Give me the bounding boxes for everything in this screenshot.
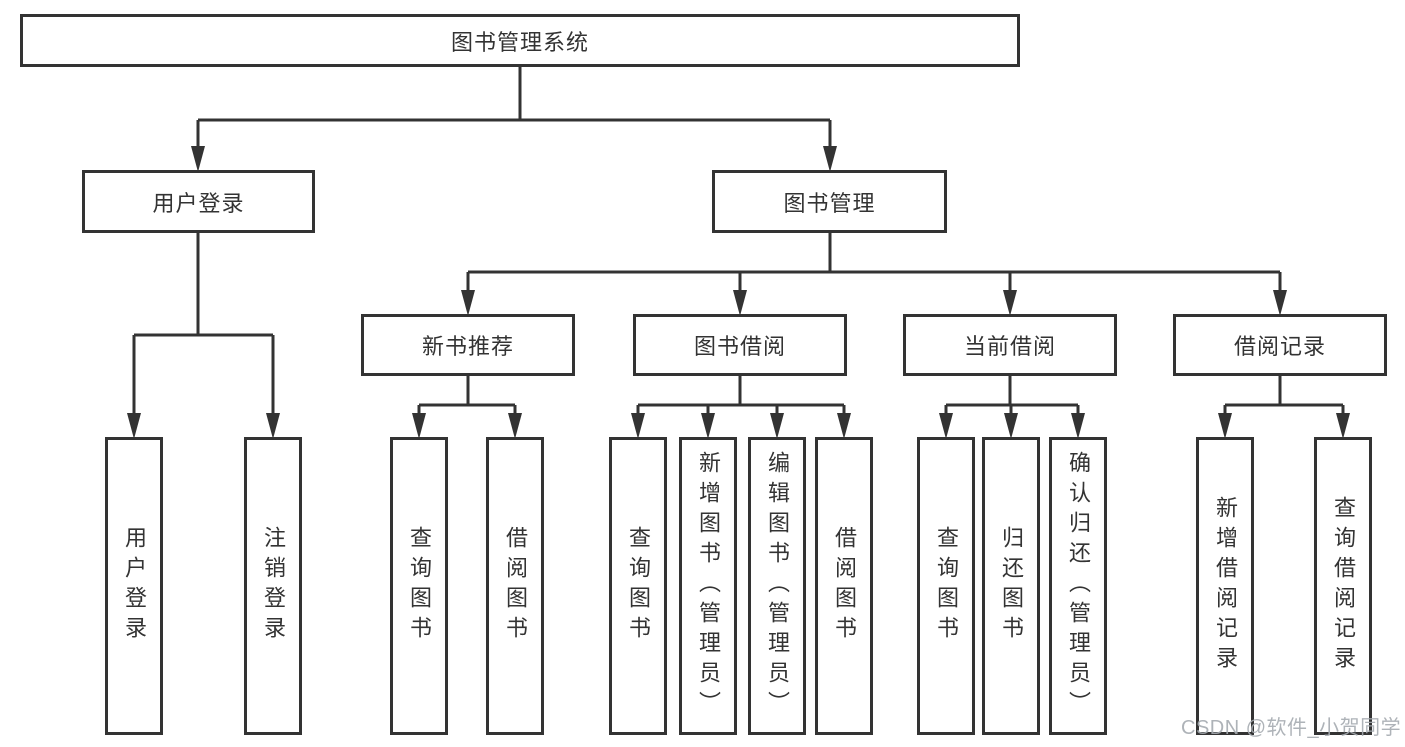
arrowhead [461,290,475,316]
leaf-borrow-borrow-books-label: 借阅图书 [832,526,857,646]
leaf-current-query-books: 查询图书 [917,437,975,735]
arrowhead [127,413,141,439]
leaf-borrow-edit-books-admin-label: 编辑图书（管理员） [765,451,790,721]
node-new-book-recommend-label: 新书推荐 [421,334,514,359]
connector-bookmgmt-to-level3 [466,233,1282,294]
connector-userlogin-to-leaves [132,233,275,417]
node-book-borrow: 图书借阅 [633,314,847,376]
arrowhead [508,413,522,439]
arrowhead [1003,290,1017,316]
node-current-borrow-label: 当前借阅 [963,334,1056,359]
node-book-management-label: 图书管理 [783,190,876,216]
leaf-records-add-record: 新增借阅记录 [1196,437,1254,735]
leaf-newrec-query-books: 查询图书 [390,437,448,735]
leaf-user-login: 用户登录 [105,437,163,735]
leaf-records-query-record: 查询借阅记录 [1314,437,1372,735]
leaf-borrow-add-books-admin-label: 新增图书（管理员） [696,451,721,721]
connector-root-to-level2 [196,66,832,150]
arrowhead [939,413,953,439]
leaf-newrec-borrow-books-label: 借阅图书 [503,526,528,646]
leaf-borrow-borrow-books: 借阅图书 [815,437,873,735]
arrowhead [412,413,426,439]
node-current-borrow: 当前借阅 [903,314,1117,376]
arrowhead [1336,413,1350,439]
leaf-current-confirm-return-admin-label: 确认归还（管理员） [1066,451,1091,721]
arrowhead [1273,290,1287,316]
node-borrow-records-label: 借阅记录 [1233,334,1326,359]
connector-records-to-leaves [1223,376,1345,417]
leaf-current-confirm-return-admin: 确认归还（管理员） [1049,437,1107,735]
leaf-current-return-books-label: 归还图书 [999,526,1024,646]
node-book-borrow-label: 图书借阅 [693,334,786,359]
arrowhead [191,146,205,172]
node-root-label: 图书管理系统 [450,29,589,55]
leaf-newrec-query-books-label: 查询图书 [407,526,432,646]
arrowhead [770,413,784,439]
leaf-newrec-borrow-books: 借阅图书 [486,437,544,735]
arrowhead [823,146,837,172]
arrowhead [1071,413,1085,439]
node-borrow-records: 借阅记录 [1173,314,1387,376]
node-root: 图书管理系统 [20,14,1020,67]
leaf-user-login-label: 用户登录 [122,526,147,646]
leaf-records-query-record-label: 查询借阅记录 [1331,496,1356,676]
connector-currentborrow-to-leaves [944,376,1080,417]
node-user-login-label: 用户登录 [152,190,245,216]
arrowhead [266,413,280,439]
leaf-logout-login: 注销登录 [244,437,302,735]
node-new-book-recommend: 新书推荐 [361,314,575,376]
leaf-records-add-record-label: 新增借阅记录 [1213,496,1238,676]
arrowhead [733,290,747,316]
arrowhead [631,413,645,439]
leaf-borrow-query-books-label: 查询图书 [626,526,651,646]
leaf-current-return-books: 归还图书 [982,437,1040,735]
leaf-borrow-add-books-admin: 新增图书（管理员） [679,437,737,735]
arrowhead [837,413,851,439]
node-user-login: 用户登录 [82,170,315,233]
arrowhead [701,413,715,439]
watermark: CSDN @软件_小贺同学 [1181,717,1402,739]
arrowhead [1218,413,1232,439]
node-book-management: 图书管理 [712,170,947,233]
connector-bookborrow-to-leaves [636,376,846,417]
leaf-logout-login-label: 注销登录 [261,526,286,646]
leaf-borrow-query-books: 查询图书 [609,437,667,735]
leaf-current-query-books-label: 查询图书 [934,526,959,646]
arrowhead [1004,413,1018,439]
leaf-borrow-edit-books-admin: 编辑图书（管理员） [748,437,806,735]
connector-newrec-to-leaves [417,376,517,417]
